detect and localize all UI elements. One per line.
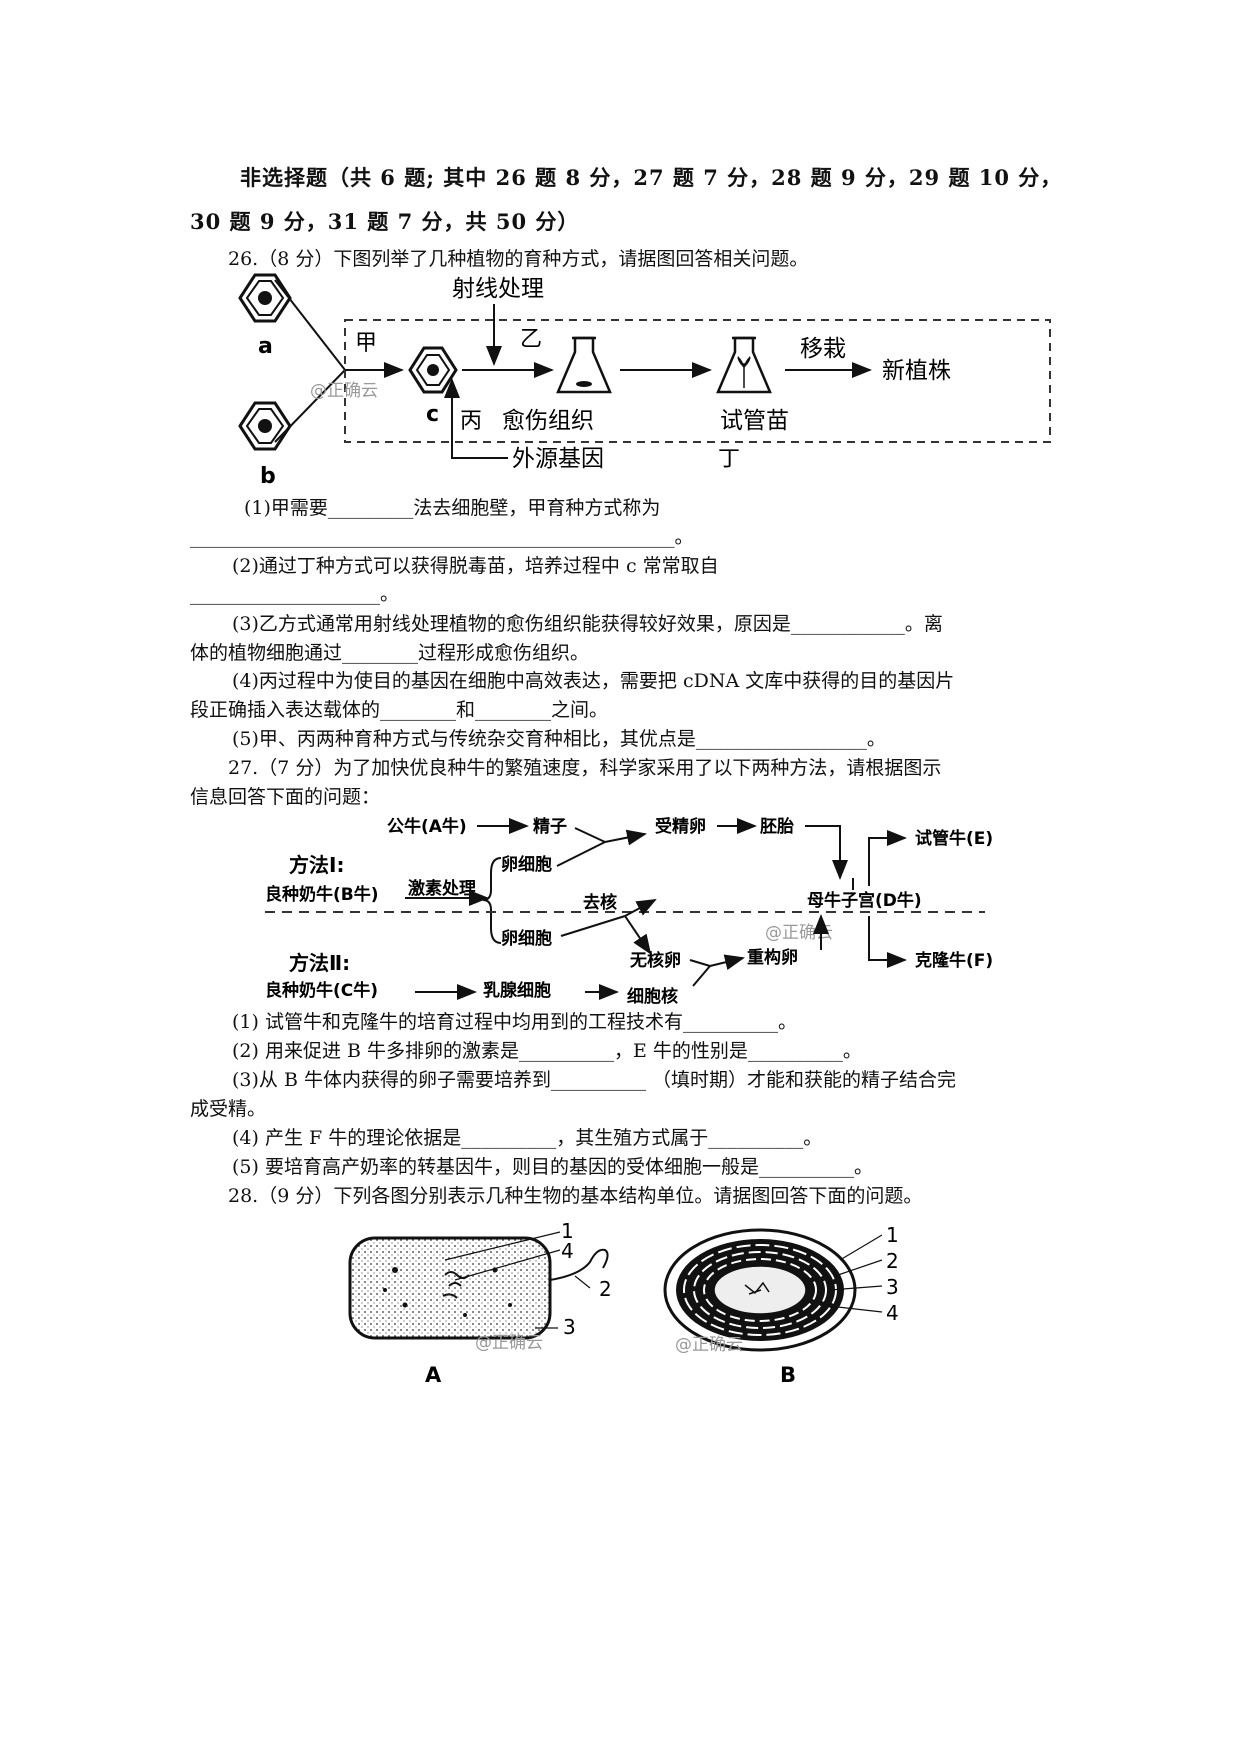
q26-p3a: (3)乙方式通常用射线处理植物的愈伤组织能获得较好效果，原因是_________… xyxy=(232,613,943,635)
A-label-4: 4 xyxy=(561,1239,574,1263)
label-method2: 方法Ⅱ: xyxy=(289,951,350,975)
watermark-3: @正确云 xyxy=(475,1333,543,1353)
label-cowC: 良种奶牛(C牛) xyxy=(265,980,378,1001)
section-header-line1: 非选择题（共 6 题; 其中 26 题 8 分，27 题 7 分，28 题 9 … xyxy=(240,165,1063,190)
watermark-4: @正确云 xyxy=(675,1335,743,1355)
q27-p3b: 成受精。 xyxy=(190,1098,267,1120)
q28-cell-A: 1 4 2 3 @正确云 A xyxy=(348,1220,612,1387)
label-cowF: 克隆牛(F) xyxy=(915,950,993,971)
cell-b-icon xyxy=(238,401,292,451)
dashed-box xyxy=(344,319,1051,443)
label-transplant: 移栽 xyxy=(800,336,846,362)
cell-a-icon xyxy=(238,273,292,323)
label-anucleate: 无核卵 xyxy=(629,950,681,971)
q27-p3a: (3)从 B 牛体内获得的卵子需要培养到__________ （填时期）才能和获… xyxy=(232,1069,956,1091)
seedling-flask-icon xyxy=(716,336,772,394)
label-ding: 丁 xyxy=(718,447,740,472)
label-enucleate: 去核 xyxy=(583,892,617,913)
label-a: a xyxy=(258,334,273,359)
q28-stem: 28.（9 分）下列各图分别表示几种生物的基本结构单位。请据图回答下面的问题。 xyxy=(228,1185,923,1207)
q26-breeding-diagram: a b 甲 @正确云 c 射线处理 乙 移栽 新植株 丙 愈伤组织 试管苗 xyxy=(238,273,1051,488)
nucleoid-B xyxy=(744,1281,770,1295)
label-nucleus: 细胞核 xyxy=(627,986,678,1007)
label-egg2: 卵细胞 xyxy=(501,928,552,949)
label-b: b xyxy=(260,464,276,488)
label-cowE: 试管牛(E) xyxy=(915,828,993,849)
label-embryo: 胚胎 xyxy=(760,816,794,837)
q27-p5: (5) 要培育高产奶率的转基因牛，则目的基因的受体细胞一般是__________… xyxy=(232,1156,873,1178)
watermark-2: @正确云 xyxy=(765,923,833,943)
q26-p4a: (4)丙过程中为使目的基因在细胞中高效表达，需要把 cDNA 文库中获得的目的基… xyxy=(232,670,955,692)
q26-p5: (5)甲、丙两种育种方式与传统杂交育种相比，其优点是______________… xyxy=(232,728,886,750)
q26-p4b: 段正确插入表达载体的________和________之间。 xyxy=(190,699,609,721)
q27-cattle-diagram: 公牛(A牛) 精子 受精卵 胚胎 方法Ⅰ: 良种奶牛(B牛) 激素处理 卵细胞 … xyxy=(265,816,993,1007)
watermark: @正确云 xyxy=(310,381,378,401)
q26-p2b: ____________________。 xyxy=(190,583,400,605)
q26-p1a: (1)甲需要_________法去细胞壁，甲育种方式称为 xyxy=(244,497,661,519)
label-yi: 乙 xyxy=(520,327,542,352)
q27-p2: (2) 用来促进 B 牛多排卵的激素是__________，E 牛的性别是___… xyxy=(232,1040,862,1062)
label-bing: 丙 xyxy=(460,409,482,434)
label-cowB: 良种奶牛(B牛) xyxy=(265,884,379,905)
label-ray: 射线处理 xyxy=(452,276,544,302)
B-caption: B xyxy=(780,1363,796,1387)
label-egg1: 卵细胞 xyxy=(501,854,552,875)
label-sperm: 精子 xyxy=(533,816,567,837)
label-seedling: 试管苗 xyxy=(720,408,789,434)
bacterium-body xyxy=(348,1236,552,1340)
callus-flask-icon xyxy=(556,336,612,394)
label-bull: 公牛(A牛) xyxy=(387,816,467,837)
label-reconstructed: 重构卵 xyxy=(747,947,798,968)
label-method1: 方法Ⅰ: xyxy=(289,853,344,877)
q26-p2a: (2)通过丁种方式可以获得脱毒苗，培养过程中 c 常常取自 xyxy=(232,555,719,577)
B-label-1: 1 xyxy=(886,1223,899,1247)
label-uterus: 母牛子宫(D牛) xyxy=(807,890,922,911)
label-jia: 甲 xyxy=(355,331,377,356)
q26-p1b: ________________________________________… xyxy=(190,526,694,548)
A-label-1: 1 xyxy=(561,1220,574,1243)
label-mammary: 乳腺细胞 xyxy=(483,980,551,1001)
label-c: c xyxy=(426,402,439,427)
cell-c-icon xyxy=(408,346,458,394)
label-callus: 愈伤组织 xyxy=(502,408,594,434)
q28-cell-B: 1 2 3 4 @正确云 B xyxy=(663,1223,899,1387)
A-caption: A xyxy=(425,1363,442,1387)
q27-p1: (1) 试管牛和克隆牛的培育过程中均用到的工程技术有__________。 xyxy=(232,1011,797,1033)
q27-stem1: 27.（7 分）为了加快优良种牛的繁殖速度，科学家采用了以下两种方法，请根据图示 xyxy=(228,757,942,779)
q26-stem: 26.（8 分）下图列举了几种植物的育种方式，请据图回答相关问题。 xyxy=(228,248,809,270)
A-label-2: 2 xyxy=(599,1277,612,1301)
label-hormone: 激素处理 xyxy=(408,878,476,899)
B-label-4: 4 xyxy=(886,1301,899,1325)
flagellum xyxy=(549,1248,609,1281)
label-newplant: 新植株 xyxy=(882,358,951,384)
q27-p4: (4) 产生 F 牛的理论依据是__________，其生殖方式属于______… xyxy=(232,1127,823,1149)
B-label-3: 3 xyxy=(886,1275,899,1299)
section-header-line2: 30 题 9 分，31 题 7 分，共 50 分） xyxy=(190,209,580,234)
q26-p3b: 体的植物细胞通过________过程形成愈伤组织。 xyxy=(190,642,590,664)
label-zygote: 受精卵 xyxy=(655,816,706,837)
q27-stem2: 信息回答下面的问题： xyxy=(190,786,381,808)
A-label-3: 3 xyxy=(563,1315,576,1339)
label-foreign: 外源基因 xyxy=(512,446,604,472)
B-label-2: 2 xyxy=(886,1249,899,1273)
